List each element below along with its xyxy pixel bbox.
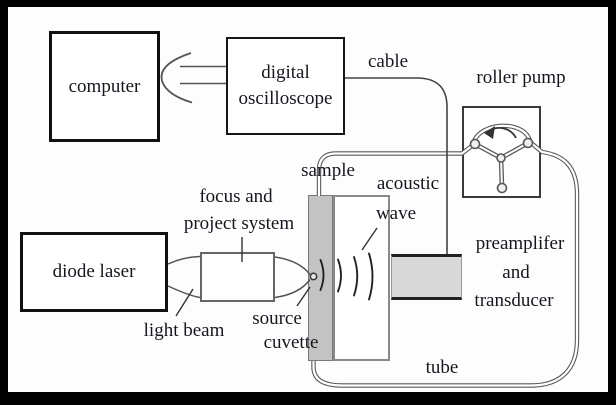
wave-label: wave <box>375 203 417 224</box>
computer-box: computer <box>49 31 160 142</box>
oscilloscope-label-line2: oscilloscope <box>238 88 333 109</box>
roller-pump-box <box>462 106 541 198</box>
diode-laser-label: diode laser <box>52 261 136 282</box>
light-beam-label: light beam <box>143 320 225 341</box>
tube-label: tube <box>425 357 459 378</box>
focus-project-system-box <box>200 252 275 302</box>
focus-label-line2: project system <box>183 213 295 234</box>
computer-label: computer <box>68 75 141 97</box>
sample-label: sample <box>301 160 355 181</box>
preamplifier-label-line2: and <box>502 262 530 283</box>
diode-laser-box: diode laser <box>20 232 168 312</box>
source-label: source <box>252 308 302 329</box>
preamplifier-label-line1: preamplifer <box>475 233 565 254</box>
roller-pump-label: roller pump <box>476 67 566 88</box>
cuvette-label: cuvette <box>263 332 319 353</box>
transducer-box <box>391 254 462 300</box>
oscilloscope-box: digital oscilloscope <box>226 37 345 135</box>
acoustic-label: acoustic <box>376 173 440 194</box>
oscilloscope-label-line1: digital <box>261 62 310 83</box>
focus-label-line1: focus and <box>199 186 273 207</box>
preamplifier-label-line3: transducer <box>474 290 554 311</box>
cable-label: cable <box>367 51 409 72</box>
